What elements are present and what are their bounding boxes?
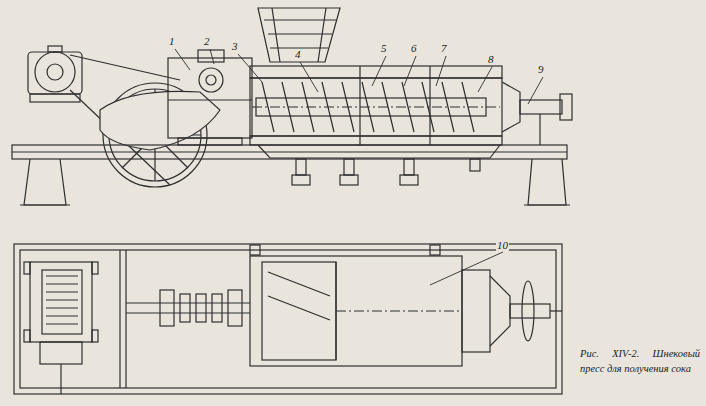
callout-number: 8 [487,54,495,65]
callout-number: 3 [231,41,239,52]
figure-caption: Рис. XIV-2. Шнековый пресс для получения… [580,346,700,376]
callout-number: 5 [380,43,388,54]
callout-number: 9 [537,64,545,75]
callout-number: 7 [440,43,448,54]
callout-number: 2 [203,36,211,47]
callout-number: 1 [168,36,176,47]
callout-number: 10 [496,240,509,251]
callout-number: 6 [410,43,418,54]
callout-number: 4 [294,49,302,60]
